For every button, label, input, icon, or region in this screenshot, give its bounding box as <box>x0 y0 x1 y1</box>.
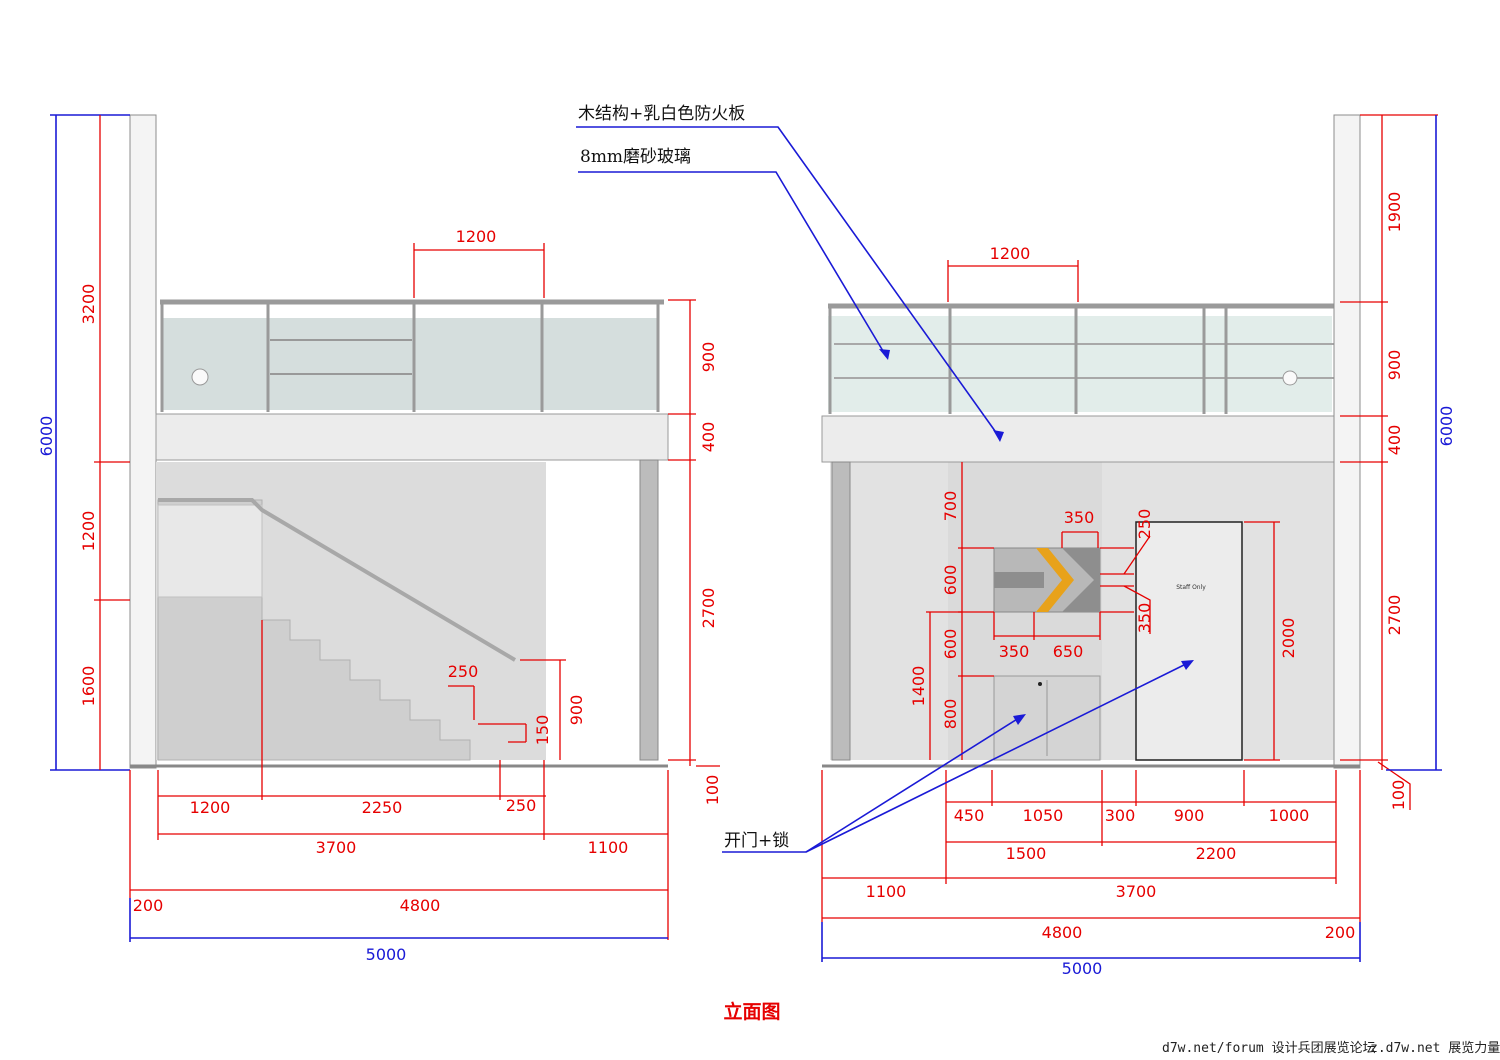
stair-handrail <box>158 498 517 662</box>
dim-left-slab: 400 <box>699 422 718 453</box>
dim-right-s350top: 350 <box>1064 508 1095 527</box>
dim-left-base: 100 <box>703 775 722 806</box>
annotation-leaders: 木结构+乳白色防火板 8mm磨砂玻璃 开门+锁 <box>576 104 1194 853</box>
dim-left-rail-span: 1200 <box>456 227 497 246</box>
arrow-stripe <box>1036 548 1074 612</box>
label-wood-structure: 木结构+乳白色防火板 <box>578 104 745 124</box>
dim-left-lower: 1600 <box>79 666 98 707</box>
dim-right-p700: 700 <box>941 491 960 522</box>
left-elevation: 6000 3200 1200 1600 1200 900 400 2700 10… <box>37 114 722 964</box>
dim-left-c2: 1100 <box>588 838 629 857</box>
footer-site-link[interactable]: z.d7w.net 展览力量 <box>1370 1040 1500 1056</box>
dim-left-total-w: 5000 <box>366 945 407 964</box>
dim-right-p800: 800 <box>941 699 960 730</box>
dim-left-step-w: 250 <box>448 662 479 681</box>
dim-right-top: 1900 <box>1385 192 1404 233</box>
door-sign: Staff Only <box>1176 584 1206 591</box>
dim-left-step-h: 150 <box>533 715 552 746</box>
dim-right-e900: 900 <box>1174 806 1205 825</box>
pendant-lamp-icon <box>191 368 209 386</box>
pendant-lamp-icon <box>1282 370 1298 386</box>
label-frosted-glass: 8mm磨砂玻璃 <box>580 147 691 167</box>
right-elevation: Staff Only 1200 1900 900 400 2700 <box>821 114 1456 978</box>
dim-right-g1100: 1100 <box>866 882 907 901</box>
dim-right-slab: 400 <box>1385 425 1404 456</box>
dim-right-h4800: 4800 <box>1042 923 1083 942</box>
stair-landing <box>157 504 263 598</box>
dim-left-b2: 2250 <box>362 798 403 817</box>
dim-right-e1050: 1050 <box>1023 806 1064 825</box>
right-wall <box>1333 114 1361 769</box>
dim-right-s350l: 350 <box>999 642 1030 661</box>
dim-right-e300: 300 <box>1105 806 1136 825</box>
dim-right-f2200: 2200 <box>1196 844 1237 863</box>
dim-left-upper: 3200 <box>79 284 98 325</box>
dim-right-p600b: 600 <box>941 629 960 660</box>
dim-right-rail-span: 1200 <box>990 244 1031 263</box>
dim-left-hand-h: 900 <box>567 695 586 726</box>
dim-right-e1000: 1000 <box>1269 806 1310 825</box>
dim-left-d2: 4800 <box>400 896 441 915</box>
dim-left-b1: 1200 <box>190 798 231 817</box>
deck-slab <box>821 415 1335 463</box>
dim-right-rail-h: 900 <box>1385 350 1404 381</box>
glass-railing <box>828 316 1332 412</box>
dim-right-f1500: 1500 <box>1006 844 1047 863</box>
dim-right-s250: 250 <box>1135 509 1154 540</box>
dim-right-g3700: 3700 <box>1116 882 1157 901</box>
dim-right-h200: 200 <box>1325 923 1356 942</box>
glass-railing <box>162 318 658 410</box>
dim-left-total-height: 6000 <box>37 416 56 457</box>
dim-left-d1: 200 <box>133 896 164 915</box>
dim-left-b3: 250 <box>506 796 537 815</box>
dim-left-c1: 3700 <box>316 838 357 857</box>
label-door-lock: 开门+锁 <box>724 831 789 851</box>
dim-right-total-height: 6000 <box>1437 406 1456 447</box>
dim-right-e450: 450 <box>954 806 985 825</box>
dim-right-p600a: 600 <box>941 565 960 596</box>
dim-right-base: 100 <box>1389 780 1408 811</box>
staff-door[interactable] <box>1135 521 1243 761</box>
dim-left-mid: 1200 <box>79 511 98 552</box>
dim-left-clear-h: 2700 <box>699 588 718 629</box>
dim-right-s650: 650 <box>1053 642 1084 661</box>
dim-right-door-h: 2000 <box>1279 618 1298 659</box>
dim-left-rail-h: 900 <box>699 342 718 373</box>
dim-right-s350r: 350 <box>1135 603 1154 634</box>
support-column <box>639 459 659 761</box>
drawing-title: 立面图 <box>723 1000 780 1023</box>
deck-slab <box>155 413 669 461</box>
left-wall <box>129 114 157 769</box>
footer-forum-link[interactable]: d7w.net/forum 设计兵团展览论坛 <box>1162 1040 1376 1056</box>
dim-right-total-w: 5000 <box>1062 959 1103 978</box>
dim-right-clear-h: 2700 <box>1385 595 1404 636</box>
dim-right-p1400: 1400 <box>909 666 928 707</box>
support-column <box>831 461 851 761</box>
lock-icon <box>1038 682 1042 686</box>
